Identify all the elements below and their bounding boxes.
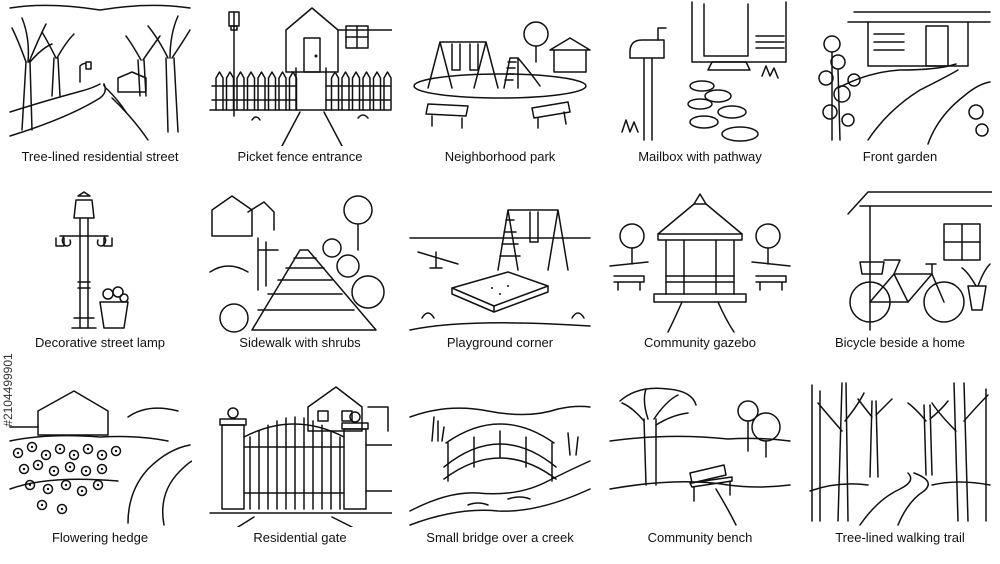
flowering-hedge-icon: [8, 381, 192, 527]
tile-sidewalk: Sidewalk with shrubs: [200, 190, 400, 373]
tile-flowering-hedge: Flowering hedge: [0, 381, 200, 564]
walking-trail-icon: [808, 381, 992, 527]
caption: Bicycle beside a home: [834, 335, 966, 350]
tile-walking-trail: Tree-lined walking trail: [800, 381, 1000, 564]
tile-bridge: Small bridge over a creek: [400, 381, 600, 564]
playground-icon: [408, 190, 592, 336]
tile-bicycle: Bicycle beside a home: [800, 190, 1000, 373]
caption: Playground corner: [446, 335, 554, 350]
iron-gate-icon: [208, 381, 392, 527]
gazebo-icon: [608, 190, 792, 336]
caption: Flowering hedge: [51, 530, 149, 545]
caption: Front garden: [862, 149, 938, 164]
caption: Residential gate: [253, 530, 347, 545]
caption: Community gazebo: [644, 335, 756, 350]
picket-fence-icon: [208, 0, 392, 146]
bridge-icon: [408, 381, 592, 527]
stock-id-watermark: #2104499901: [0, 300, 15, 480]
tile-community-bench: Community bench: [600, 381, 800, 564]
street-lamp-icon: [8, 190, 192, 336]
caption: Neighborhood park: [444, 149, 556, 164]
caption: Tree-lined walking trail: [835, 530, 965, 545]
park-swings-icon: [408, 0, 592, 146]
sidewalk-icon: [208, 190, 392, 336]
caption: Small bridge over a creek: [426, 530, 574, 545]
tile-neighborhood-park: Neighborhood park: [400, 0, 600, 183]
tile-playground: Playground corner: [400, 190, 600, 373]
caption: Community bench: [647, 530, 753, 545]
tile-mailbox: Mailbox with pathway: [600, 0, 800, 183]
front-garden-icon: [808, 0, 992, 146]
bicycle-icon: [808, 190, 992, 336]
caption: Sidewalk with shrubs: [239, 335, 361, 350]
caption: Decorative street lamp: [34, 335, 166, 350]
tile-front-garden: Front garden: [800, 0, 1000, 183]
tile-street-lamp: Decorative street lamp: [0, 190, 200, 373]
tile-picket-fence: Picket fence entrance: [200, 0, 400, 183]
illustration-sheet: Tree-lined residential street Picket fen…: [0, 0, 1000, 545]
stock-id-text: #2104499901: [1, 353, 15, 427]
mailbox-icon: [608, 0, 792, 146]
tree-lined-street-icon: [8, 0, 192, 146]
bench-icon: [608, 381, 792, 527]
caption: Tree-lined residential street: [21, 149, 179, 164]
caption: Picket fence entrance: [237, 149, 363, 164]
tile-residential-gate: Residential gate: [200, 381, 400, 564]
caption: Mailbox with pathway: [638, 149, 762, 164]
tile-gazebo: Community gazebo: [600, 190, 800, 373]
tile-tree-lined-street: Tree-lined residential street: [0, 0, 200, 183]
